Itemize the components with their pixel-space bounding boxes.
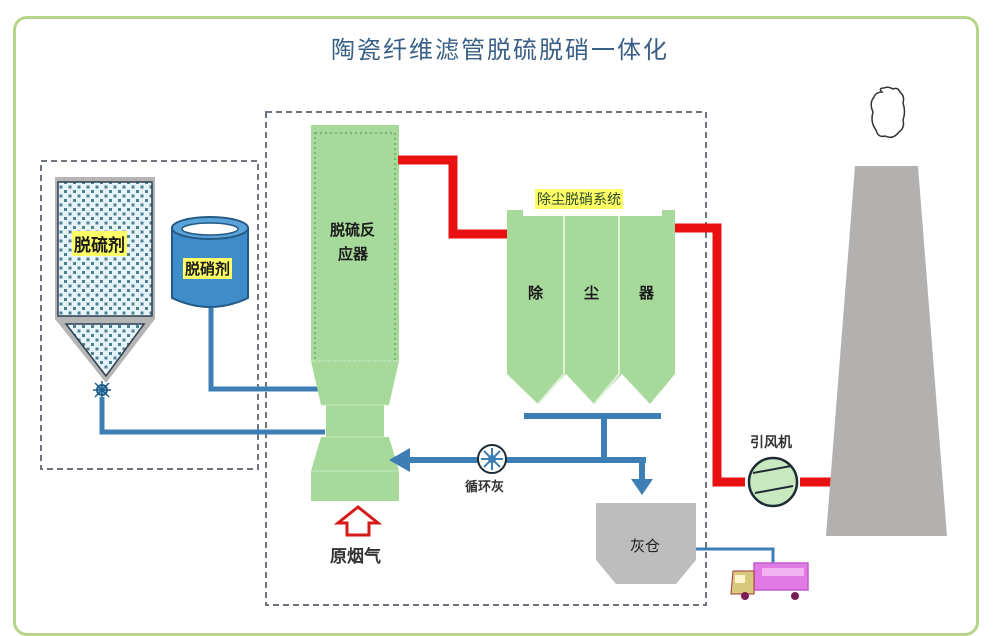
desulfurizer-silo	[55, 177, 155, 383]
reactor-label-line1: 脱硫反	[330, 221, 376, 239]
process-diagram	[40, 86, 947, 606]
reactor-label-line2: 应器	[338, 245, 369, 263]
chimney-stack	[826, 166, 947, 536]
induced-draft-fan-icon	[747, 456, 799, 508]
dust-system-title: 除尘脱硝系统	[535, 189, 623, 209]
rotary-valve-icon	[93, 381, 111, 399]
recycle-arrow-head	[389, 448, 410, 472]
reaction-area-boundary	[265, 111, 707, 606]
fan-label: 引风机	[750, 435, 792, 451]
smoke-cloud-icon	[870, 86, 906, 139]
ash-to-truck-line	[696, 547, 775, 565]
diagram-frame	[13, 16, 979, 636]
denitrator-label: 脱硝剂	[183, 258, 233, 279]
raw-gas-arrow-icon	[333, 505, 383, 537]
ash-bin	[596, 503, 696, 584]
chamber-label-3: 器	[639, 284, 655, 302]
chamber-label-1: 除	[528, 284, 544, 302]
ash-down-arrow-head	[631, 479, 653, 495]
dosing-area-boundary	[40, 160, 259, 470]
chamber-label-2: 尘	[584, 284, 600, 302]
diagram-title: 陶瓷纤维滤管脱硫脱硝一体化	[331, 36, 669, 64]
truck-icon	[730, 562, 809, 600]
raw-gas-label: 原烟气	[330, 547, 381, 567]
reagent-pipes	[99, 308, 325, 435]
flue-gas-ducts	[398, 155, 832, 487]
recycle-ash-label: 循环灰	[465, 480, 505, 495]
desulfurization-reactor	[311, 125, 399, 501]
desulfurizer-label: 脱硫剂	[72, 231, 127, 256]
recycle-pump-icon	[477, 444, 507, 474]
dust-collector	[507, 210, 675, 405]
ash-bin-label: 灰仓	[630, 537, 661, 555]
ash-return-lines	[407, 413, 661, 482]
